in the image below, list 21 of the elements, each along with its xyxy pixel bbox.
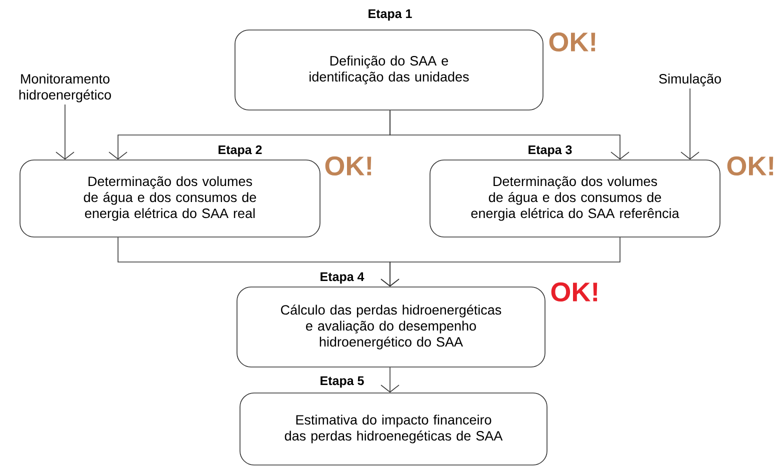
process-box: Determinação dos volumes de água e dos consumos de energia elétrica do SAA referência [430,160,720,238]
status-mark: OK! [325,156,372,176]
step-heading: Etapa 4 [320,272,364,284]
input-label: Simulação [659,74,721,86]
status-mark: OK! [727,156,774,176]
process-box: Estimativa do impacto financeiro das perdas hidroenegéticas de SAA [240,392,548,466]
arrow [56,104,74,160]
arrow [680,88,700,160]
input-label: Monitoramento hidroenergético [19,74,111,102]
step-heading: Etapa 3 [528,145,572,157]
process-box: Definição do SAA e identificação das unidades [234,30,544,110]
step-heading: Etapa 2 [218,145,262,157]
process-box: Determinação dos volumes de água e dos consumos de energia elétrica do SAA real [20,160,320,238]
arrow [390,110,630,160]
status-mark: OK! [551,282,598,302]
step-heading: Etapa 1 [368,9,412,21]
arrow [380,236,620,287]
arrow [380,366,400,393]
step-heading: Etapa 5 [320,376,364,388]
process-box: Cálculo das perdas hidroenergéticas e avaliação do desempenho hidroenergético do SAA [236,286,546,368]
status-mark: OK! [549,32,596,52]
